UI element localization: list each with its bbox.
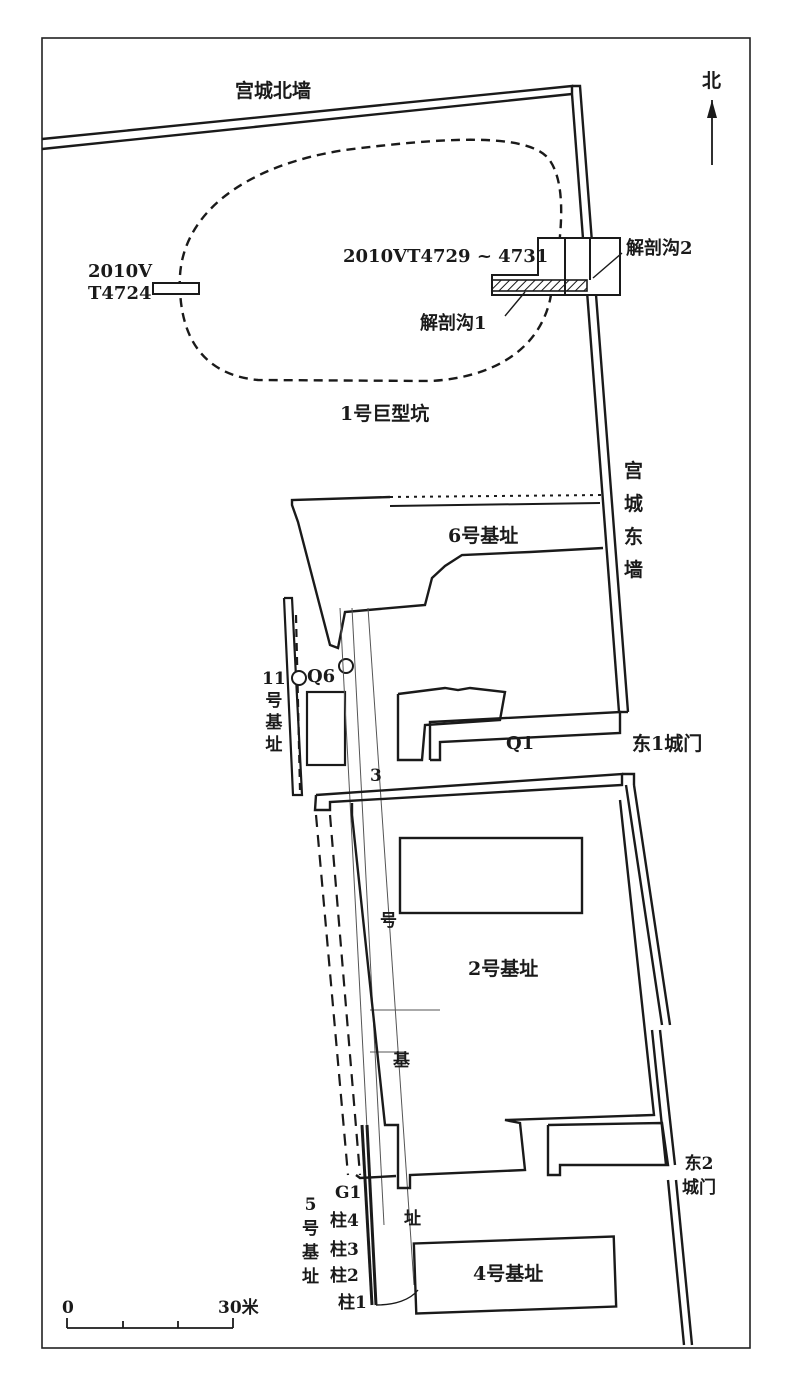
foundation-11-outline [282, 596, 304, 797]
foundation-2-building [350, 799, 670, 1190]
east-gate-2-label: 东2 城门 [682, 1154, 716, 1198]
section-trench-2-label: 解剖沟2 [626, 238, 693, 259]
scale-end-label: 30米 [218, 1298, 259, 1318]
q6-circle [291, 670, 307, 686]
trench-t4724-label-1: 2010V [88, 261, 153, 282]
foundation-3-char-1: 3 [370, 766, 382, 786]
foundation-3-char-2: 号 [380, 911, 397, 931]
foundation-6-outline [290, 494, 604, 650]
q6-label: Q6 [307, 666, 336, 687]
trench-t4729-label: 2010VT4729 ~ 4731 [343, 246, 549, 267]
foundation-3-lines [339, 607, 440, 1286]
foundation-11-label: 11 号 基 址 [262, 669, 286, 755]
foundation-5-base-line [375, 1289, 419, 1306]
trench-t4724-label-2: T4724 [88, 283, 152, 304]
foundation-3-char-3: 基 [393, 1051, 410, 1071]
palace-east-wall [570, 84, 630, 714]
scale-bar [66, 1318, 234, 1329]
section-trench-1-label: 解剖沟1 [420, 313, 487, 334]
pillar-2-label: 柱2 [330, 1266, 359, 1286]
pillar-3-label: 柱3 [330, 1240, 359, 1260]
rect-block [305, 690, 347, 767]
pillar-4-label: 柱4 [330, 1211, 359, 1231]
foundation-4-label: 4号基址 [473, 1263, 544, 1285]
small-circle [338, 658, 354, 674]
section-trench-1-leader [504, 291, 526, 317]
giant-pit-label: 1号巨型坑 [340, 403, 430, 425]
foundation-5-label: 5 号 基 址 [302, 1195, 319, 1287]
pillar-1-label: 柱1 [338, 1293, 367, 1313]
foundation-3-char-4: 址 [404, 1209, 421, 1229]
section-trench-1-hatch [491, 279, 588, 292]
east-gate-1-label: 东1城门 [632, 733, 703, 755]
trench-t4724 [152, 282, 200, 295]
q1-label: Q1 [506, 733, 535, 754]
map-frame [41, 37, 751, 1349]
scale-start-label: 0 [62, 1298, 74, 1318]
foundation-5-columns [360, 1124, 378, 1306]
g1-label: G1 [335, 1183, 362, 1203]
q1-structure [396, 686, 622, 762]
section-trench-2-leader [592, 252, 623, 279]
north-arrow-label: 北 [702, 70, 722, 92]
foundation-6-label: 6号基址 [448, 525, 519, 547]
palace-north-wall-label: 宫城北墙 [235, 80, 312, 102]
giant-pit-1-outline [178, 138, 563, 383]
foundation-4-outline [412, 1235, 618, 1315]
north-arrow [707, 100, 717, 165]
palace-east-wall-label: 宫 城 东 墙 [624, 460, 644, 581]
foundation-2-label: 2号基址 [468, 958, 539, 980]
enclosure-west-dashed [314, 814, 362, 1176]
